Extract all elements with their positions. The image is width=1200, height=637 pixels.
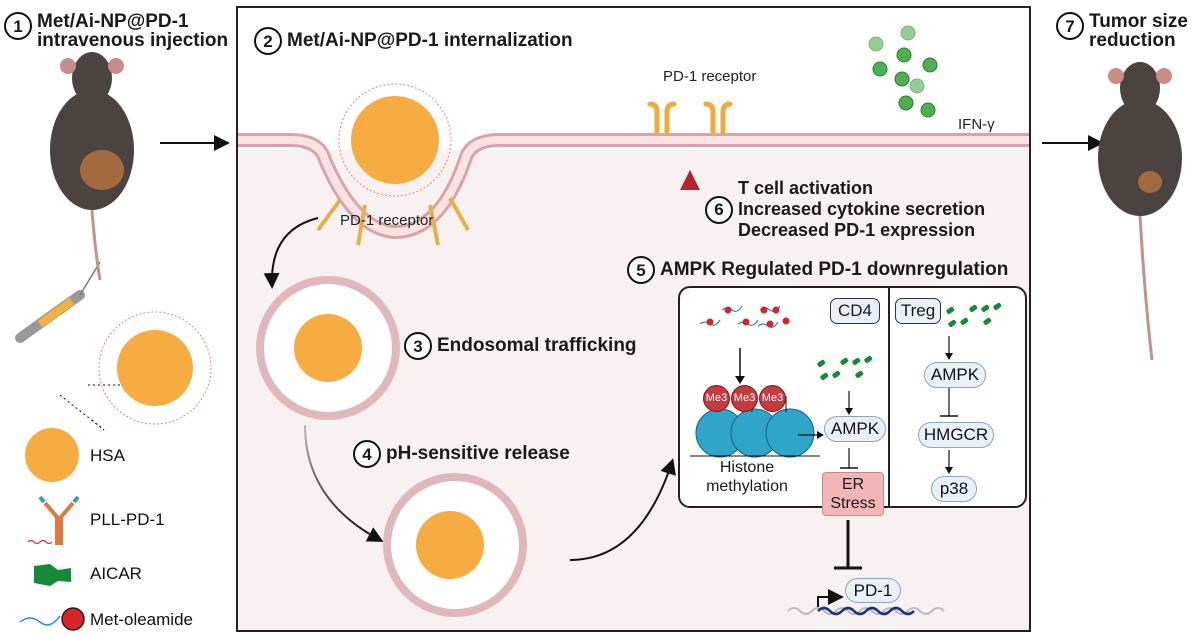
step-7-number: 7 [1056,12,1084,40]
endosome-release [383,473,527,617]
dna-strand [787,589,945,616]
aicar-icon [34,564,71,586]
syringe-icon [15,261,101,343]
panel-divider [888,288,890,506]
treg-tag: Treg [895,298,941,324]
nanoparticle-internalizing [338,83,452,197]
step-6-number: 6 [705,195,733,224]
pd1-receptor-label-membrane: PD-1 receptor [663,68,757,85]
step-6-line3: Decreased PD-1 expression [738,220,976,240]
step-4: 4 pH-sensitive release [353,440,570,468]
treg-graphics [940,302,1002,474]
hsa-sphere-icon [25,428,79,482]
step-1: 1 Met/Ai-NP@PD-1 intravenous injection [4,12,228,50]
step-3: 3 Endosomal trafficking [404,332,637,360]
ifn-gamma-label: IFN-γ [958,116,995,133]
p38-node: p38 [931,476,977,502]
arrow-internalization [263,217,319,289]
er-stress-node: ER Stress [822,472,884,516]
step-6-line2: Increased cytokine secretion [738,199,986,219]
antibody-icon [27,495,80,545]
mouse-after-icon [1098,62,1182,361]
endosome-trafficking [256,276,400,420]
step-1-line1: Met/Ai-NP@PD-1 [37,11,189,32]
step-3-text: Endosomal trafficking [437,335,637,356]
step-5-number: 5 [627,256,655,284]
cd4-ampk-node: AMPK [824,416,886,442]
legend-met-oleamide-label: Met-oleamide [90,610,193,629]
histone-label-line1: Histone [719,459,775,476]
step-7: 7 Tumor size reduction [1056,12,1188,50]
step-4-text: pH-sensitive release [386,443,570,464]
step-1-number: 1 [4,12,32,40]
histone-methylation-label: Histone methylation [688,458,806,496]
nanoparticle-closeup [98,311,212,425]
step-1-line2: intravenous injection [37,30,229,51]
me3-mark: Me3 [731,385,758,412]
mechanism-panel: CD4 Me3 M [678,286,1027,516]
er-stress-line2: Stress [830,495,876,512]
pd1-gene-node: PD-1 [845,578,901,603]
er-stress-line1: ER [841,476,865,493]
legend-hsa-label: HSA [90,446,125,465]
arrow-release [304,424,384,542]
me3-mark: Me3 [759,385,786,412]
me3-mark: Me3 [703,385,730,412]
step-5: 5 AMPK Regulated PD-1 downregulation [627,256,1008,284]
step-7-line1: Tumor size [1089,11,1188,32]
cell-membrane [238,133,1029,240]
mouse-before-icon [50,52,134,281]
treg-ampk-node: AMPK [924,362,986,388]
pd1-receptor-label-endocytosis: PD-1 receptor [340,212,434,229]
step-7-line2: reduction [1089,30,1176,51]
me3-marks: Me3 Me3 Me3 [703,385,786,412]
step-3-number: 3 [404,332,432,360]
cd4-tag: CD4 [830,298,880,324]
step-6: 6 T cell activation Increased cytokine s… [705,178,985,241]
hmgcr-node: HMGCR [918,422,994,448]
pd1-receptors [647,101,733,135]
step-2: 2 Met/Ai-NP@PD-1 internalization [254,27,573,55]
ifn-gamma-cluster [868,25,938,118]
step-5-text: AMPK Regulated PD-1 downregulation [660,259,1009,280]
step-2-number: 2 [254,27,282,55]
met-oleamide-icon [19,607,85,631]
histone-label-line2: methylation [706,478,788,495]
step-6-line1: T cell activation [738,178,874,198]
legend-pll-pd1-label: PLL-PD-1 [90,510,165,529]
arrow-to-panel [569,458,676,561]
legend-aicar-label: AICAR [90,564,142,583]
step-2-text: Met/Ai-NP@PD-1 internalization [287,30,573,51]
step-4-number: 4 [353,440,381,468]
